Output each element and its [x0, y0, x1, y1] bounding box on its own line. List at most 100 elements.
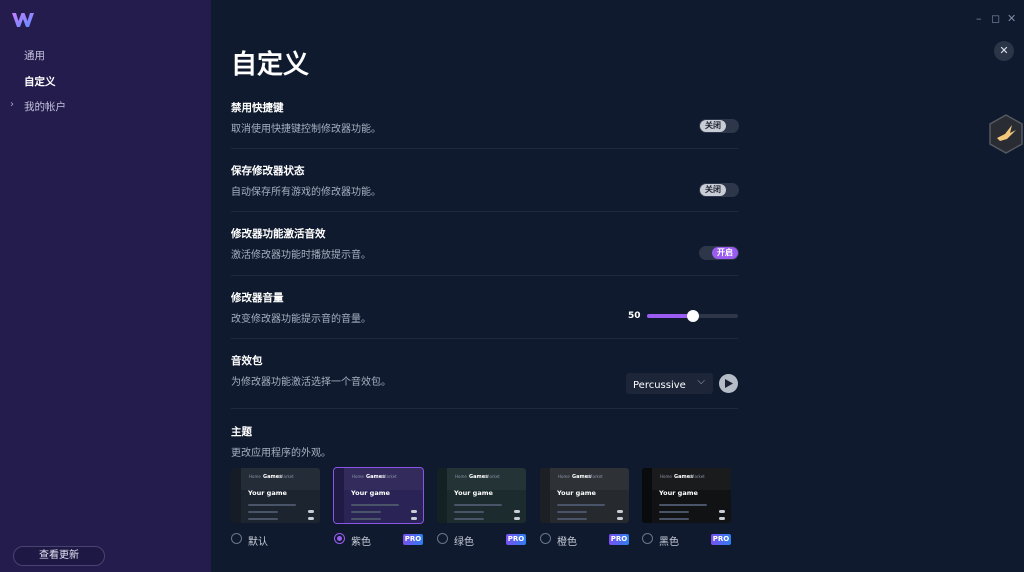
setting-desc-save-state: 自动保存所有游戏的修改器功能。	[231, 187, 381, 198]
theme-preview-sidebar	[642, 468, 652, 523]
theme-preview-row	[659, 504, 707, 506]
setting-desc-sound-pack: 为修改器功能激活选择一个音效包。	[231, 377, 391, 388]
sidebar-item-account[interactable]: 我的帐户	[24, 101, 66, 113]
volume-slider-thumb[interactable]	[686, 310, 699, 322]
theme-radio-4[interactable]	[642, 533, 653, 544]
theme-preview-game-title: Your game	[659, 489, 698, 497]
setting-title-save-state: 保存修改器状态	[231, 165, 305, 177]
chevron-down-icon: ⌵	[697, 376, 705, 387]
maximize-icon[interactable]: ◻	[991, 12, 1001, 25]
theme-preview-game-title: Your game	[351, 489, 390, 497]
theme-preview-toggle	[719, 517, 725, 520]
theme-label: 默认	[248, 537, 268, 548]
setting-desc-disable-hotkeys: 取消使用快捷键控制修改器功能。	[231, 124, 381, 135]
save-state-toggle[interactable]: 关闭	[699, 183, 739, 197]
theme-preview-toggle	[617, 510, 623, 513]
setting-title-theme: 主题	[231, 426, 252, 438]
theme-preview-tab: Games	[366, 474, 386, 480]
divider	[231, 211, 738, 212]
chevron-right-icon: ›	[10, 99, 14, 110]
setting-desc-activation-sound: 激活修改器功能时播放提示音。	[231, 250, 371, 261]
toggle-state-label: 关闭	[700, 184, 726, 196]
sound-pack-selected: Percussive	[633, 380, 686, 391]
theme-preview-row	[557, 511, 587, 513]
bird-badge-icon[interactable]	[988, 114, 1024, 154]
sidebar-item-customize[interactable]: 自定义	[24, 76, 56, 88]
check-updates-button[interactable]: 查看更新	[13, 546, 105, 566]
volume-value: 50	[628, 311, 641, 321]
setting-title-sound-pack: 音效包	[231, 355, 263, 367]
setting-desc-volume: 改变修改器功能提示音的音量。	[231, 314, 371, 325]
theme-preview-tab: Market	[383, 474, 397, 479]
setting-title-activation-sound: 修改器功能激活音效	[231, 228, 326, 240]
theme-preview-tab: Market	[486, 474, 500, 479]
theme-preview-toggle	[308, 510, 314, 513]
setting-desc-theme: 更改应用程序的外观。	[231, 448, 331, 459]
minimize-icon[interactable]: –	[976, 12, 982, 25]
theme-preview-header	[447, 468, 526, 490]
theme-preview-row	[248, 504, 296, 506]
volume-slider-fill	[647, 314, 693, 318]
toggle-state-label: 关闭	[700, 120, 726, 132]
divider	[231, 275, 738, 276]
theme-radio-1[interactable]	[334, 533, 345, 544]
theme-preview-tab: Home	[660, 474, 672, 479]
theme-preview-sidebar	[437, 468, 447, 523]
theme-preview-tab: Games	[263, 474, 283, 480]
divider	[231, 338, 738, 339]
page-title: 自定义	[231, 50, 310, 80]
theme-preview-game-title: Your game	[557, 489, 596, 497]
setting-title-disable-hotkeys: 禁用快捷键	[231, 102, 284, 114]
theme-preview-tab: Home	[558, 474, 570, 479]
theme-radio-2[interactable]	[437, 533, 448, 544]
theme-preview-row	[659, 518, 689, 520]
window-close-icon[interactable]: ✕	[1007, 12, 1017, 25]
sidebar-item-general[interactable]: 通用	[24, 50, 45, 62]
theme-preview-tab: Home	[249, 474, 261, 479]
theme-preview-sidebar	[334, 468, 344, 523]
theme-preview-row	[659, 511, 689, 513]
theme-preview-tab: Games	[469, 474, 489, 480]
theme-label: 黑色	[659, 537, 679, 548]
divider	[231, 408, 738, 409]
volume-slider[interactable]	[647, 310, 738, 322]
theme-preview-game-title: Your game	[454, 489, 493, 497]
theme-preview-row	[351, 518, 381, 520]
play-sound-button[interactable]	[719, 374, 738, 393]
theme-preview-row	[248, 511, 278, 513]
theme-preview-tab: Market	[280, 474, 294, 479]
theme-preview-toggle	[719, 510, 725, 513]
theme-preview-toggle	[514, 510, 520, 513]
theme-preview-header	[550, 468, 629, 490]
sidebar: 通用 自定义 › 我的帐户 查看更新	[0, 0, 211, 572]
theme-preview-row	[351, 511, 381, 513]
close-settings-button[interactable]: ✕	[994, 41, 1014, 61]
theme-preview-row	[248, 518, 278, 520]
sound-pack-select[interactable]: Percussive ⌵	[626, 373, 713, 394]
theme-label: 橙色	[557, 537, 577, 548]
setting-title-volume: 修改器音量	[231, 292, 284, 304]
app-logo	[12, 13, 34, 27]
theme-preview-toggle	[308, 517, 314, 520]
theme-preview-tab: Home	[455, 474, 467, 479]
activation-sound-toggle[interactable]: 开启	[699, 246, 739, 260]
theme-preview-header	[344, 468, 423, 490]
theme-preview-tab: Market	[691, 474, 705, 479]
theme-preview-toggle	[514, 517, 520, 520]
toggle-state-label: 开启	[712, 247, 738, 259]
pro-badge: PRO	[711, 534, 731, 545]
theme-radio-0[interactable]	[231, 533, 242, 544]
theme-preview-tab: Games	[674, 474, 694, 480]
theme-label: 绿色	[454, 537, 474, 548]
theme-preview-row	[454, 518, 484, 520]
disable-hotkeys-toggle[interactable]: 关闭	[699, 119, 739, 133]
theme-preview-header	[241, 468, 320, 490]
theme-radio-3[interactable]	[540, 533, 551, 544]
theme-preview-toggle	[411, 517, 417, 520]
theme-preview-row	[351, 504, 399, 506]
